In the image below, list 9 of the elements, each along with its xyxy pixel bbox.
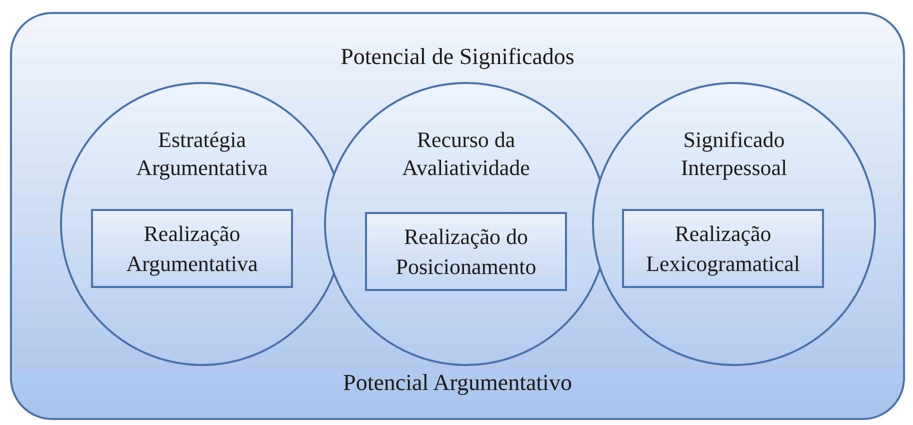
- circle-heading: Estratégia Argumentativa: [135, 126, 269, 182]
- circle-heading: Significado Interpessoal: [680, 126, 788, 182]
- realization-box: Realização Lexicogramatical: [622, 209, 824, 288]
- circle-heading: Recurso da Avaliatividade: [401, 126, 531, 182]
- outer-panel: [10, 12, 905, 420]
- panel-footer: Potencial Argumentativo: [343, 370, 572, 396]
- realization-box: Realização do Posicionamento: [365, 212, 567, 291]
- panel-heading: Potencial de Significados: [340, 44, 574, 70]
- realization-box: Realização Argumentativa: [91, 209, 293, 288]
